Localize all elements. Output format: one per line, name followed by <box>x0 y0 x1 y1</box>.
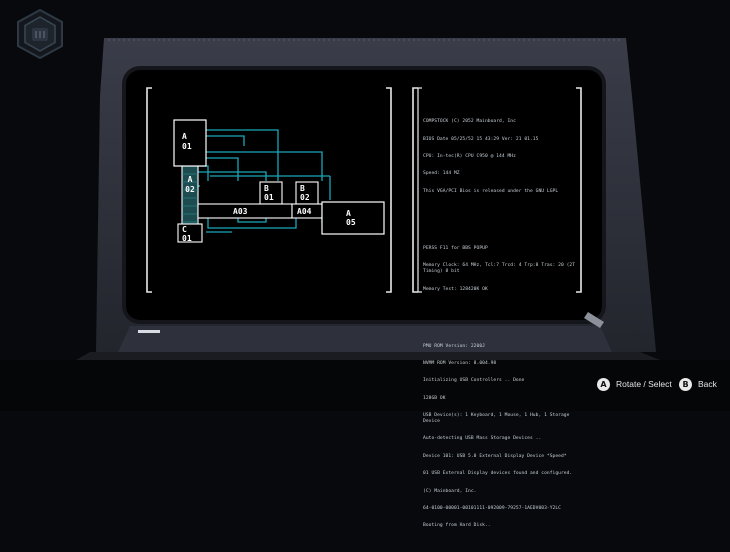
chip-c01-label-2: 01 <box>182 234 192 243</box>
power-indicator <box>138 330 160 333</box>
chip-b01[interactable]: B 01 <box>259 181 283 205</box>
bios-block-devices: PMU ROM Version: 2200J NVMM ROM Version:… <box>423 332 579 541</box>
bios-line: CPU: In-tec(R) CPU C950 @ 144 MHz <box>423 153 516 159</box>
bios-line: Speed: 144 MZ <box>423 171 460 177</box>
back-label: Back <box>698 379 717 389</box>
circuit-wires <box>192 129 342 233</box>
bios-block-memory: PERSS F11 for BBS POPUP Memory Clock: 64… <box>423 234 579 304</box>
bios-line: 01 USB External Display devices found an… <box>423 471 573 477</box>
bios-line: Booting from Hard Disk.. <box>423 523 491 529</box>
b-button-icon: B <box>679 377 692 391</box>
crt-screen <box>126 70 602 320</box>
chip-b01-label-2: 01 <box>264 193 274 202</box>
chip-a05-label-2: 05 <box>346 218 356 227</box>
chip-a01-label-1: A <box>182 132 187 141</box>
chip-a03[interactable]: A03 <box>197 203 293 219</box>
chip-a05-label-1: A <box>346 209 351 218</box>
chip-a01[interactable]: A 01 <box>173 119 207 167</box>
chip-a02-label-1: A <box>188 175 193 184</box>
bios-line: USB Device(s): 1 Keyboard, 1 Mouse, 1 Hu… <box>423 413 573 425</box>
chip-a02-label-2: 02 <box>185 185 195 194</box>
chip-a03-label: A03 <box>233 207 248 216</box>
bios-line: BIOS Date 05/25/52 15 43:29 Ver: 21 01.1… <box>423 136 539 142</box>
chip-a04-label: A04 <box>297 207 312 216</box>
circuit-puzzle-panel: A 02 A 01 B 01 B 02 A03 A04 <box>146 87 392 293</box>
bios-block-header: COMPSTOCK (C) 2052 Mainboard, Inc BIOS D… <box>423 108 579 207</box>
chip-a05[interactable]: A 05 <box>321 201 385 235</box>
chip-a02[interactable]: A 02 <box>181 165 199 233</box>
chip-a01-label-2: 01 <box>182 142 192 151</box>
chip-b02-label-2: 02 <box>300 193 310 202</box>
chip-b01-label-1: B <box>264 184 269 193</box>
bios-line: 64-0100-00001-00101111-092009-79257-1AED… <box>423 505 561 511</box>
bios-line: Initializing USB Controllers .. Done <box>423 378 525 384</box>
bios-boot-log: COMPSTOCK (C) 2052 Mainboard, Inc BIOS D… <box>423 96 579 552</box>
chip-c01[interactable]: C 01 <box>177 223 203 243</box>
bios-line: Memory Test: 128420K OK <box>423 286 488 292</box>
a-button-icon: A <box>597 377 610 391</box>
chip-b02-label-1: B <box>300 184 305 193</box>
rotate-select-label: Rotate / Select <box>616 379 672 389</box>
bracket-right <box>386 87 392 293</box>
chip-c01-label-1: C <box>182 225 187 234</box>
chip-b02[interactable]: B 02 <box>295 181 319 205</box>
console-ledge <box>118 326 612 352</box>
bios-panel-frame <box>412 87 582 293</box>
bios-line: NVMM ROM Version: 8.004.98 <box>423 361 497 367</box>
bios-line: Auto-detecting USB Mass Storage Devices … <box>423 436 542 442</box>
hud-back[interactable]: B Back <box>679 376 717 392</box>
chip-a04[interactable]: A04 <box>291 203 323 219</box>
bracket-left <box>146 87 152 293</box>
bios-line: PMU ROM Version: 2200J <box>423 343 485 349</box>
bios-line: 128GB OK <box>423 395 446 401</box>
bios-line: This VGA/PCI Bios is released under the … <box>423 188 559 194</box>
bios-line: (C) Mainboard, Inc. <box>423 488 477 494</box>
hud-rotate-select[interactable]: A Rotate / Select <box>597 376 672 392</box>
bios-line: COMPSTOCK (C) 2052 Mainboard, Inc <box>423 119 516 125</box>
hexagon-emblem-icon <box>17 8 63 60</box>
bios-line: Device 101: USB 5.0 External Display Dev… <box>423 453 567 459</box>
game-scene: A 02 A 01 B 01 B 02 A03 A04 <box>17 8 717 529</box>
bios-line: PERSS F11 for BBS POPUP <box>423 245 488 251</box>
bios-line: Memory Clock: 64 MHz, Tcl:7 Trcd: 4 Trp:… <box>423 263 578 275</box>
